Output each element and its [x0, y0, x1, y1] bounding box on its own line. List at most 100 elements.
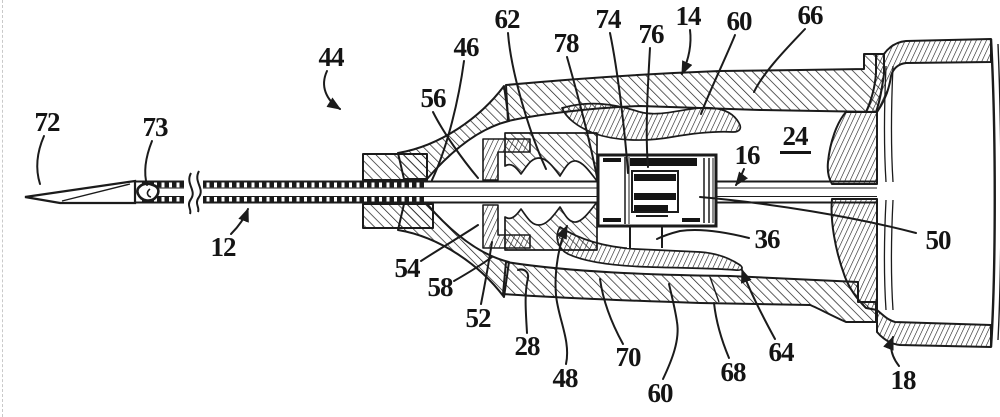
break-mark [196, 170, 202, 213]
ref-label-28-text: 28 [514, 330, 541, 361]
ref-label-78-text: 78 [553, 27, 580, 58]
leader-lines [36, 28, 917, 380]
ref-label-62-text: 62 [494, 3, 521, 34]
ref-label-70: 70 [606, 342, 650, 372]
leader-60-top [700, 34, 736, 115]
ref-label-74-text: 74 [595, 3, 622, 34]
hub-shell-top [865, 38, 992, 113]
housing-body [362, 53, 885, 323]
leader-68 [713, 302, 730, 359]
clip-housing [596, 153, 718, 228]
ref-label-16-text: 16 [734, 139, 761, 170]
leader-16 [735, 168, 749, 187]
clip-latch-frame [631, 170, 679, 213]
leader-66 [753, 28, 806, 93]
ref-label-48: 48 [543, 363, 587, 393]
leader-62 [507, 32, 547, 170]
ref-label-64: 64 [759, 337, 803, 367]
leader-52 [480, 241, 493, 305]
hub-front-wall-upper [826, 111, 878, 185]
leader-64 [741, 268, 776, 340]
leader-60-bottom [662, 283, 679, 380]
ref-label-46: 46 [444, 32, 488, 62]
ref-label-50-text: 50 [925, 224, 952, 255]
ref-label-12-text: 12 [210, 231, 237, 262]
leader-54 [420, 224, 479, 262]
leader-70 [599, 278, 624, 345]
ref-label-28: 28 [505, 331, 549, 361]
ref-label-73: 73 [133, 112, 177, 142]
leader-76 [645, 47, 651, 168]
leader-72 [36, 135, 45, 185]
ref-label-24-text: 24 [779, 122, 811, 154]
ref-label-36: 36 [745, 224, 789, 254]
ref-label-74: 74 [586, 4, 630, 34]
leader-14 [681, 29, 693, 76]
ref-label-48-text: 48 [552, 362, 579, 393]
safety-clip [596, 153, 718, 248]
ref-label-52-text: 52 [465, 302, 492, 333]
scan-margin-artifact [2, 0, 3, 417]
leaf-spring-lower [556, 226, 743, 272]
ref-label-73-text: 73 [142, 111, 169, 142]
ref-label-58: 58 [418, 272, 462, 302]
barrel-wall-bottom [502, 261, 877, 323]
ref-label-58-text: 58 [427, 271, 454, 302]
ref-label-56: 56 [411, 83, 455, 113]
ref-label-68: 68 [711, 357, 755, 387]
hub-right-edge [989, 38, 996, 348]
leader-44 [323, 70, 342, 110]
ref-label-66: 66 [788, 0, 832, 30]
ref-label-62: 62 [485, 4, 529, 34]
ref-label-44: 44 [309, 42, 353, 72]
ref-label-54-text: 54 [394, 252, 421, 283]
leader-12 [230, 207, 249, 235]
ref-label-14: 14 [666, 1, 710, 31]
hub-shell-bottom [876, 309, 992, 348]
ref-label-72-text: 72 [34, 106, 61, 137]
ref-label-18: 18 [881, 365, 925, 395]
ref-label-60-bottom-text: 60 [647, 377, 674, 408]
ref-label-66-text: 66 [797, 0, 824, 30]
ref-label-60-bottom: 60 [638, 378, 682, 408]
ref-label-16: 16 [725, 140, 769, 170]
leader-48 [554, 224, 569, 365]
needle-bevel-tip [24, 179, 137, 205]
ref-label-14-text: 14 [675, 0, 702, 31]
ref-label-76: 76 [629, 19, 673, 49]
leaf-spring-upper [561, 102, 742, 141]
leader-73 [144, 140, 153, 186]
leader-46 [431, 60, 465, 181]
ref-label-68-text: 68 [720, 356, 747, 387]
ref-label-44-text: 44 [318, 41, 345, 72]
ref-label-72: 72 [25, 107, 69, 137]
ref-label-24: 24 [773, 122, 817, 154]
leader-36 [656, 228, 750, 240]
ref-label-54: 54 [385, 253, 429, 283]
needle-hub [826, 38, 1000, 348]
ref-label-60-top: 60 [717, 6, 761, 36]
leader-28 [517, 268, 530, 334]
ref-label-78: 78 [544, 28, 588, 58]
ref-label-18-text: 18 [890, 364, 917, 395]
ref-label-50: 50 [916, 225, 960, 255]
ref-label-56-text: 56 [420, 82, 447, 113]
break-mark [188, 172, 194, 215]
ref-label-12: 12 [201, 232, 245, 262]
ref-label-64-text: 64 [768, 336, 795, 367]
ref-label-70-text: 70 [615, 341, 642, 372]
needle-cannula [24, 170, 877, 215]
ref-label-46-text: 46 [453, 31, 480, 62]
leader-74 [609, 32, 629, 174]
leader-50 [699, 196, 917, 234]
hub-front-wall-lower [830, 198, 878, 311]
ref-label-36-text: 36 [754, 223, 781, 254]
leader-18 [883, 335, 900, 367]
septum-upper [504, 132, 598, 182]
leader-78 [566, 56, 598, 178]
ref-label-76-text: 76 [638, 18, 665, 49]
ref-label-60-top-text: 60 [726, 5, 753, 36]
ref-label-52: 52 [456, 303, 500, 333]
